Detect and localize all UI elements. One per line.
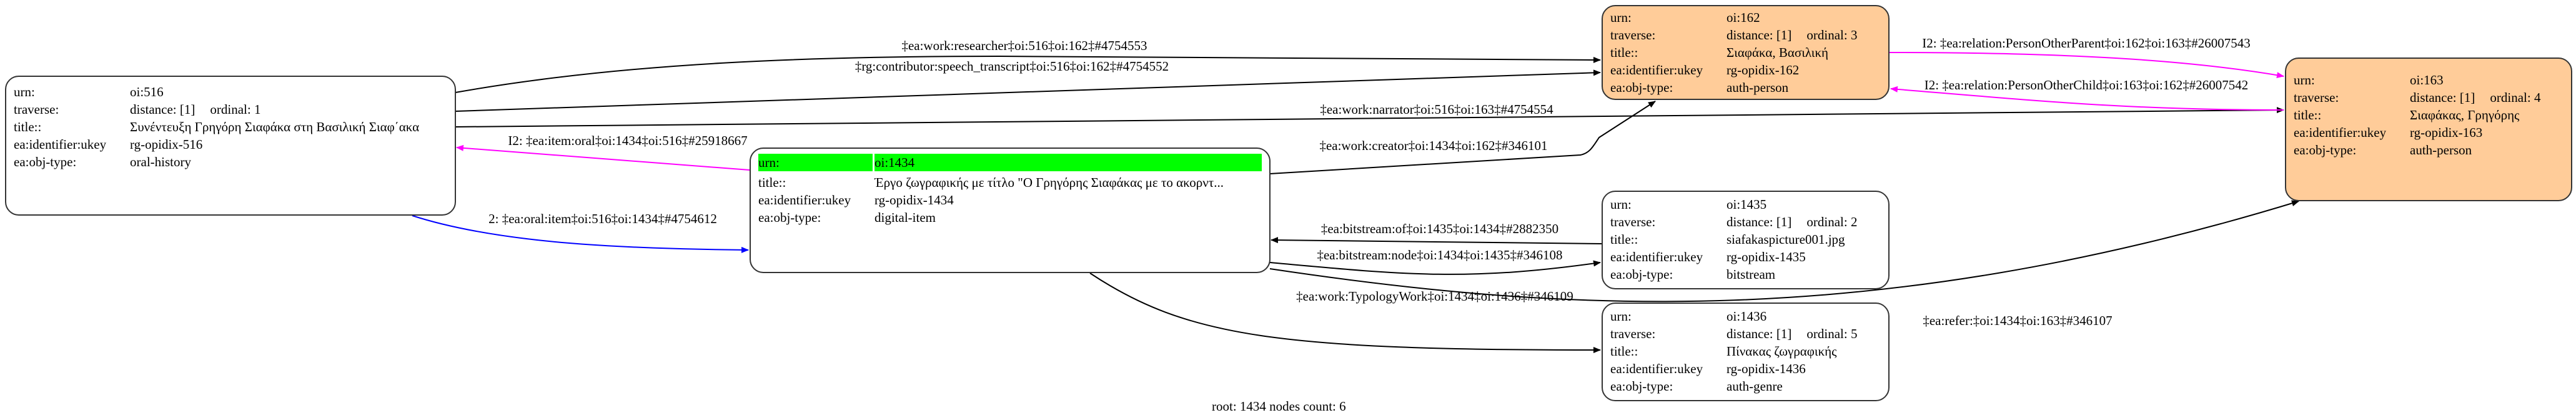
type-value: auth-person bbox=[2410, 142, 2472, 158]
ordinal-value: ordinal: 2 bbox=[1806, 214, 1858, 229]
field-label: ea:identifier:ukey bbox=[758, 192, 851, 208]
distance-value: distance: [1] bbox=[1726, 326, 1792, 341]
title-value: Έργο ζωγραφικής με τίτλο "Ο Γρηγόρης Σια… bbox=[874, 175, 1224, 190]
node-oi-1434-root[interactable]: urn:oi:1434 title::Έργο ζωγραφικής με τί… bbox=[750, 148, 1271, 273]
field-label: ea:identifier:ukey bbox=[1610, 249, 1703, 264]
type-value: bitstream bbox=[1726, 267, 1776, 282]
type-value: auth-person bbox=[1726, 80, 1789, 95]
type-value: oral-history bbox=[130, 154, 191, 169]
field-label: ea:identifier:ukey bbox=[1610, 361, 1703, 376]
node-oi-1435[interactable]: urn: oi:1435 traverse: distance: [1] ordina… bbox=[1602, 191, 1890, 289]
field-label: ea:identifier:ukey bbox=[1610, 62, 1703, 78]
edge-label: ‡ea:bitstream:node‡oi:1434‡oi:1435‡#3461… bbox=[1317, 248, 1562, 262]
field-label: urn: bbox=[2294, 72, 2315, 88]
edge-label: I2: ‡ea:relation:PersonOtherParent‡oi:16… bbox=[1922, 36, 2251, 51]
edge-researcher: ‡ea:work:researcher‡oi:516‡oi:162‡#47545… bbox=[455, 38, 1601, 93]
field-label: title:: bbox=[2294, 108, 2322, 122]
edge-creator: ‡ea:work:creator‡oi:1434‡oi:162‡#346101 bbox=[1269, 101, 1656, 174]
edge-person-other-parent: I2: ‡ea:relation:PersonOtherParent‡oi:16… bbox=[1889, 36, 2284, 79]
field-label: ea:obj-type: bbox=[14, 154, 77, 169]
edge-label: I2: ‡ea:item:oral‡oi:1434‡oi:516‡#259186… bbox=[508, 133, 747, 148]
field-label: traverse: bbox=[1610, 214, 1656, 229]
edge-label: ‡ea:work:narrator‡oi:516‡oi:163‡#4754554 bbox=[1320, 102, 1553, 117]
ukey-value: rg-opidix-1436 bbox=[1726, 361, 1806, 376]
field-label: urn: bbox=[758, 154, 873, 171]
field-label: ea:obj-type: bbox=[1610, 379, 1673, 394]
title-value: Σιαφάκας, Γρηγόρης bbox=[2410, 108, 2520, 122]
edge-speech-transcript: ‡rg:contributor:speech_transcript‡oi:516… bbox=[455, 59, 1601, 112]
field-label: traverse: bbox=[1610, 28, 1656, 42]
ordinal-value: ordinal: 1 bbox=[210, 102, 261, 117]
ukey-value: rg-opidix-163 bbox=[2410, 125, 2483, 140]
field-label: title:: bbox=[758, 175, 786, 190]
edge-label: ‡ea:refer:‡oi:1434‡oi:163‡#346107 bbox=[1923, 313, 2112, 328]
edge-person-other-child: I2: ‡ea:relation:PersonOtherChild‡oi:163… bbox=[1890, 78, 2284, 111]
field-label: urn: bbox=[1610, 197, 1632, 212]
urn-value: oi:162 bbox=[1726, 10, 1760, 25]
ordinal-value: ordinal: 4 bbox=[2490, 90, 2541, 105]
node-oi-1436[interactable]: urn: oi:1436 traverse: distance: [1] ordina… bbox=[1602, 302, 1890, 401]
distance-value: distance: [1] bbox=[2410, 90, 2475, 105]
edge-bitstream-of: ‡ea:bitstream:of‡oi:1435‡oi:1434‡#288235… bbox=[1271, 221, 1602, 244]
edge-refer: ‡ea:refer:‡oi:1434‡oi:163‡#346107 bbox=[1269, 200, 2299, 328]
field-label: title:: bbox=[14, 119, 42, 134]
edge-typology: ‡ea:work:TypologyWork‡oi:1434‡oi:1436‡#3… bbox=[1089, 272, 1601, 353]
urn-value: oi:1434 bbox=[874, 154, 1262, 171]
root-highlight-row: urn:oi:1434 bbox=[758, 154, 1262, 171]
distance-value: distance: [1] bbox=[1726, 214, 1792, 229]
distance-value: distance: [1] bbox=[130, 102, 196, 117]
urn-value: oi:163 bbox=[2410, 72, 2444, 88]
field-label: title:: bbox=[1610, 344, 1638, 359]
ukey-value: rg-opidix-516 bbox=[130, 137, 203, 152]
field-label: urn: bbox=[1610, 10, 1632, 25]
title-value: Συνέντευξη Γρηγόρη Σιαφάκα στη Βασιλική … bbox=[130, 119, 420, 134]
title-value: Πίνακας ζωγραφικής bbox=[1726, 344, 1837, 359]
urn-value: oi:1435 bbox=[1726, 197, 1767, 212]
edge-label: ‡ea:work:researcher‡oi:516‡oi:162‡#47545… bbox=[901, 38, 1147, 53]
ukey-value: rg-opidix-1434 bbox=[874, 192, 954, 208]
title-value: Σιαφάκα, Βασιλική bbox=[1726, 45, 1829, 60]
distance-value: distance: [1] bbox=[1726, 28, 1792, 42]
edge-label: I2: ‡ea:relation:PersonOtherChild‡oi:163… bbox=[1925, 78, 2249, 92]
node-oi-516[interactable]: urn: oi:516 traverse: distance: [1] ordinal… bbox=[5, 76, 456, 216]
edge-oral-item: 2: ‡ea:oral:item‡oi:516‡oi:1434‡#4754612 bbox=[412, 211, 749, 253]
edge-label: ‡rg:contributor:speech_transcript‡oi:516… bbox=[855, 59, 1169, 74]
field-label: urn: bbox=[1610, 309, 1632, 324]
edge-label: ‡ea:bitstream:of‡oi:1435‡oi:1434‡#288235… bbox=[1321, 221, 1558, 236]
field-label: title:: bbox=[1610, 45, 1638, 60]
field-label: ea:obj-type: bbox=[758, 210, 821, 225]
ordinal-value: ordinal: 3 bbox=[1806, 28, 1858, 42]
field-label: ea:obj-type: bbox=[1610, 80, 1673, 95]
edge-narrator: ‡ea:work:narrator‡oi:516‡oi:163‡#4754554 bbox=[455, 102, 2284, 128]
field-label: urn: bbox=[14, 84, 35, 99]
edge-label: ‡ea:work:creator‡oi:1434‡oi:162‡#346101 bbox=[1319, 138, 1547, 153]
node-oi-162[interactable]: urn: oi:162 traverse: distance: [1] ordinal… bbox=[1602, 5, 1890, 100]
urn-value: oi:1436 bbox=[1726, 309, 1767, 324]
type-value: digital-item bbox=[874, 210, 936, 225]
ukey-value: rg-opidix-1435 bbox=[1726, 249, 1806, 264]
field-label: ea:identifier:ukey bbox=[14, 137, 107, 152]
ukey-value: rg-opidix-162 bbox=[1726, 62, 1800, 78]
field-label: traverse: bbox=[2294, 90, 2339, 105]
ordinal-value: ordinal: 5 bbox=[1806, 326, 1858, 341]
field-label: ea:obj-type: bbox=[1610, 267, 1673, 282]
urn-value: oi:516 bbox=[130, 84, 164, 99]
field-label: ea:identifier:ukey bbox=[2294, 125, 2387, 140]
edge-bitstream-node: ‡ea:bitstream:node‡oi:1434‡oi:1435‡#3461… bbox=[1269, 248, 1601, 275]
title-value: siafakaspicture001.jpg bbox=[1726, 232, 1845, 247]
edge-label: 2: ‡ea:oral:item‡oi:516‡oi:1434‡#4754612 bbox=[488, 211, 717, 226]
field-label: traverse: bbox=[1610, 326, 1656, 341]
field-label: ea:obj-type: bbox=[2294, 142, 2357, 158]
graph-footer: root: 1434 nodes count: 6 bbox=[1212, 399, 1346, 414]
edge-label: ‡ea:work:TypologyWork‡oi:1434‡oi:1436‡#3… bbox=[1296, 289, 1573, 304]
node-oi-163[interactable]: urn: oi:163 traverse: distance: [1] ordinal… bbox=[2285, 58, 2572, 201]
type-value: auth-genre bbox=[1726, 379, 1783, 394]
field-label: traverse: bbox=[14, 102, 59, 117]
field-label: title:: bbox=[1610, 232, 1638, 247]
edge-item-oral: I2: ‡ea:item:oral‡oi:1434‡oi:516‡#259186… bbox=[456, 133, 750, 171]
